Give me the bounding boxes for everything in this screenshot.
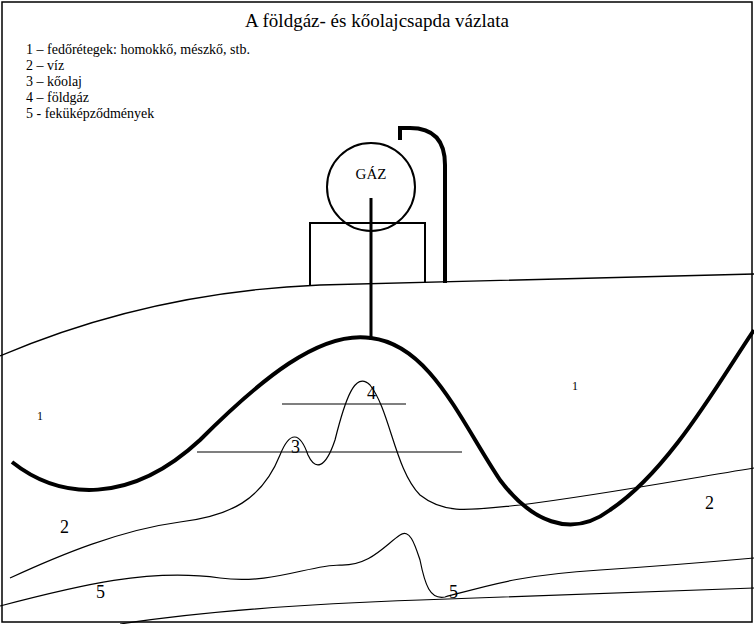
bottom-line [120, 588, 754, 624]
callout-number: 2 [705, 493, 714, 514]
legend-item: 1 – fedőrétegek: homokkő, mészkő, stb. [26, 42, 250, 58]
anticline-line [12, 330, 754, 524]
node-text: GÁZ [356, 166, 387, 183]
derrick-frame [310, 223, 425, 285]
legend-item: 3 – kőolaj [26, 74, 82, 90]
callout-number: 4 [367, 383, 376, 404]
callout-number: 1 [572, 380, 578, 394]
gas-circle: GÁZ [326, 142, 416, 232]
water-layer-line [10, 381, 754, 578]
diagram-title: A földgáz- és kőolajcsapda vázlata [245, 10, 509, 32]
gas-pipe [400, 128, 445, 283]
callout-number: 3 [291, 437, 300, 458]
ground-surface [0, 274, 754, 356]
legend-item: 4 – földgáz [26, 90, 89, 106]
legend-item: 5 - feküképződmények [26, 106, 154, 122]
callout-number: 5 [96, 582, 105, 603]
callout-number: 5 [449, 582, 458, 603]
callout-number: 1 [37, 410, 43, 424]
well-bore [370, 198, 373, 340]
legend-item: 2 – víz [26, 58, 64, 74]
basement-line [0, 533, 754, 606]
gas-oil-contact [282, 403, 406, 404]
callout-number: 2 [60, 517, 69, 538]
